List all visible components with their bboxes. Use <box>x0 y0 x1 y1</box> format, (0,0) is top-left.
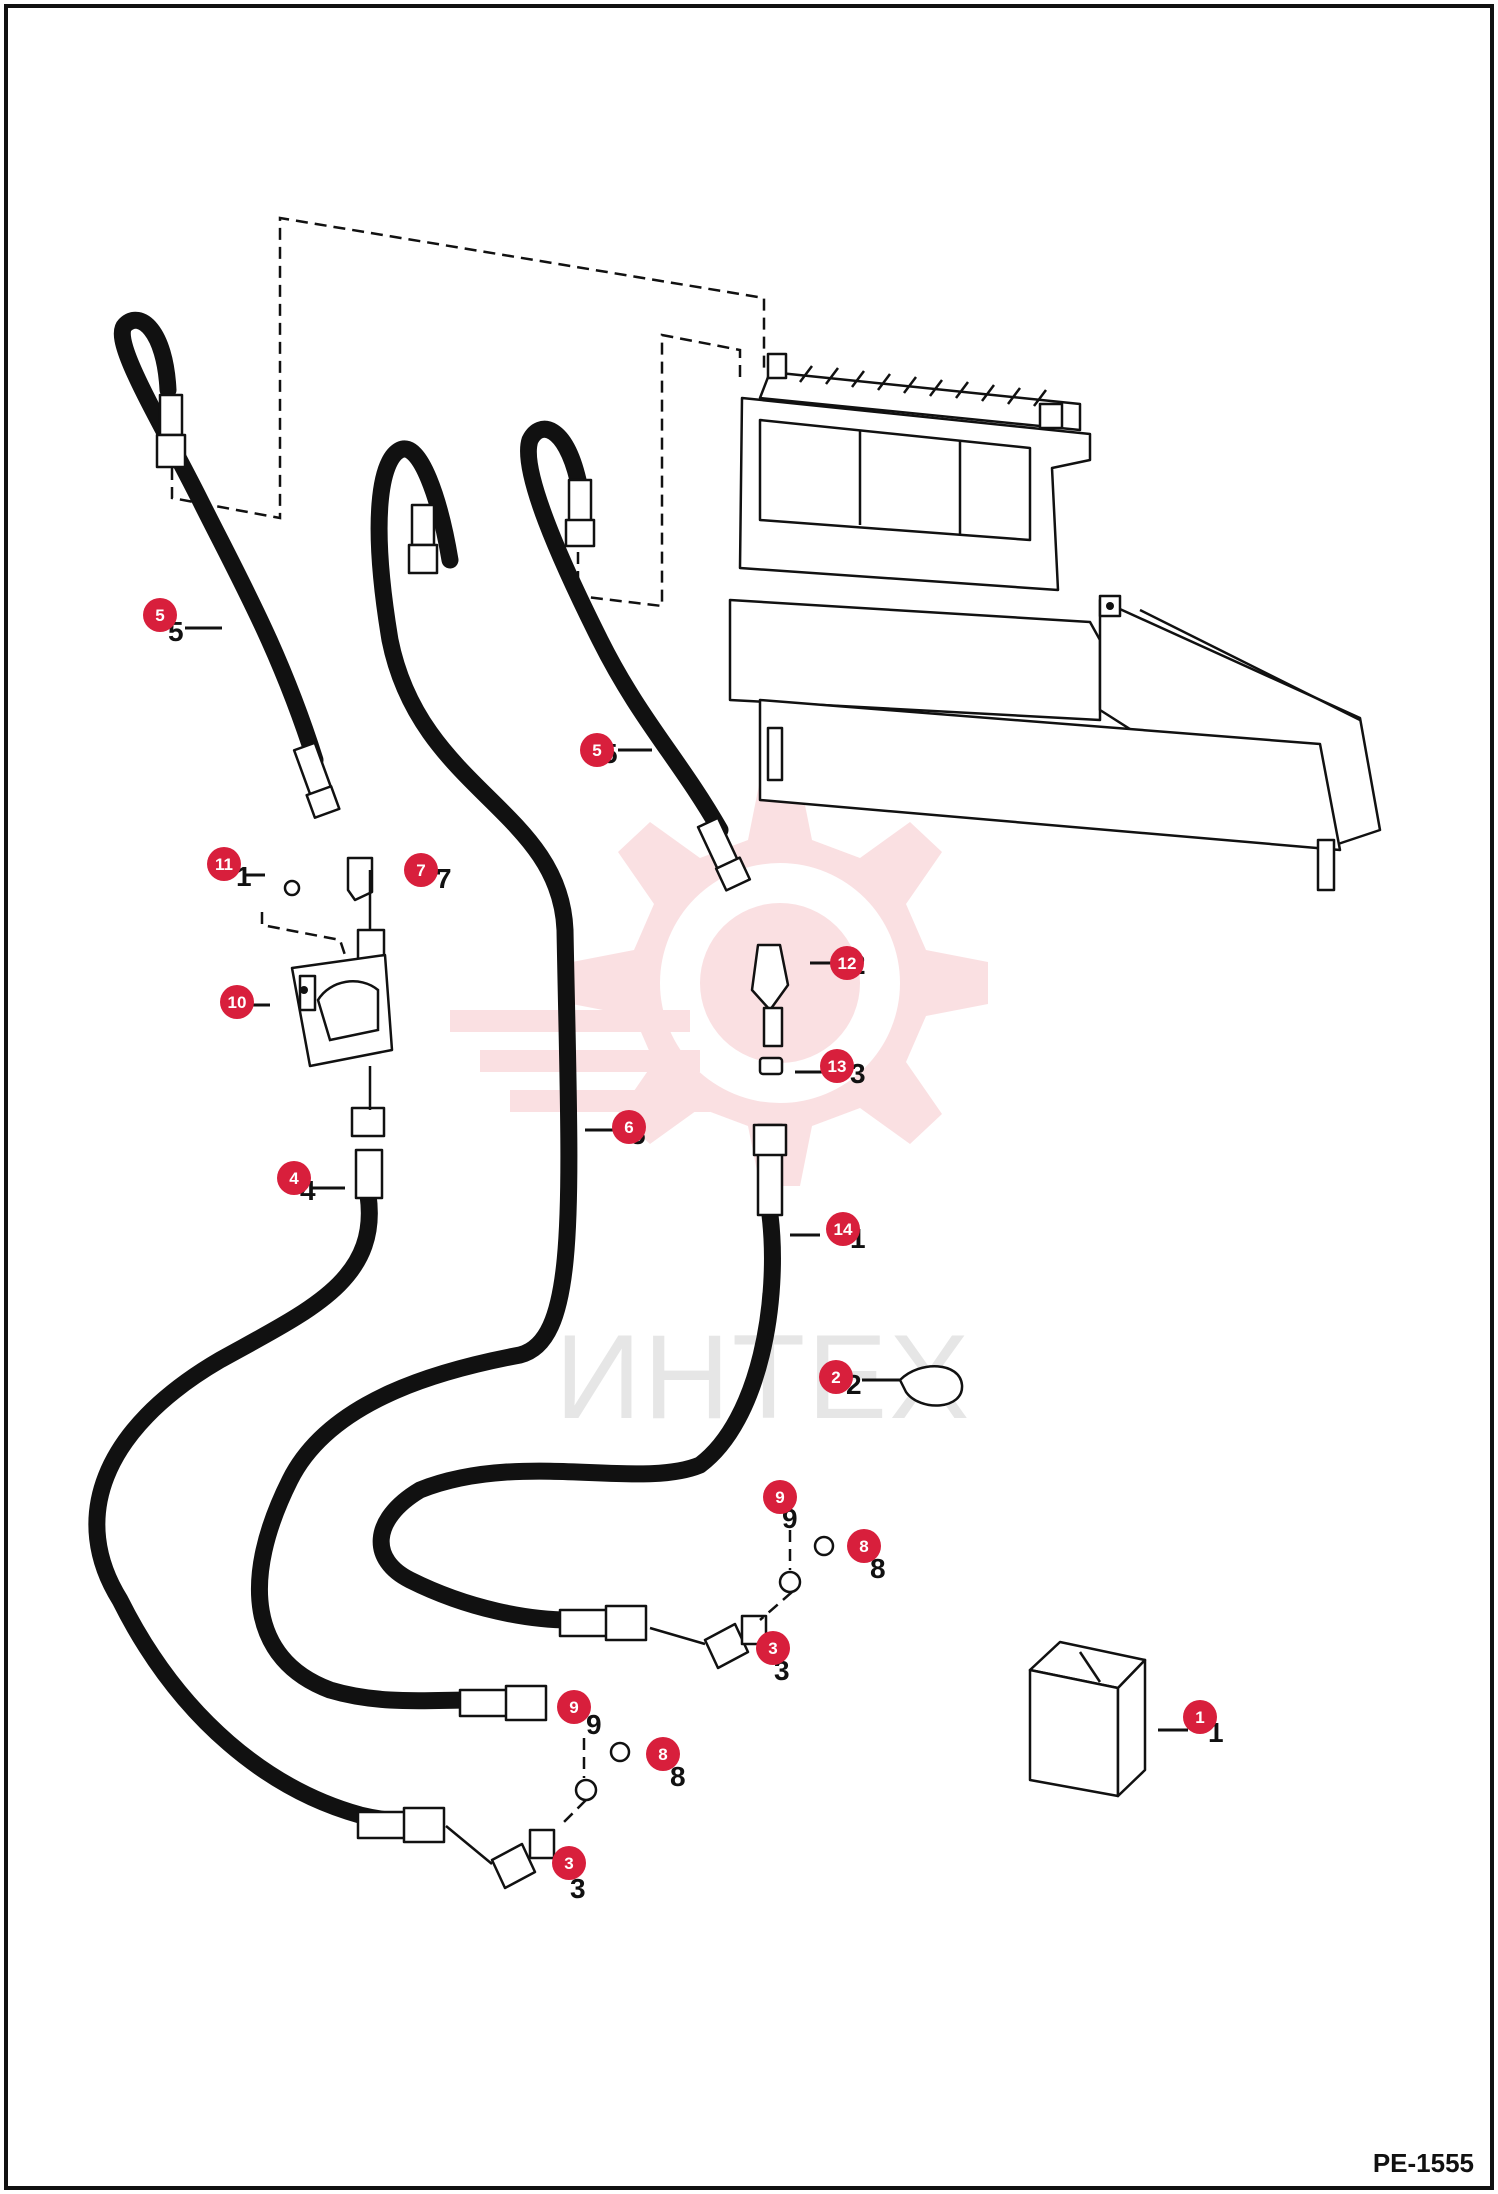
svg-text:5: 5 <box>155 606 164 625</box>
svg-text:1: 1 <box>1195 1708 1204 1727</box>
part-box <box>1028 1640 1147 1798</box>
callout-11[interactable]: 11 <box>207 847 241 881</box>
svg-text:9: 9 <box>569 1698 578 1717</box>
svg-text:8: 8 <box>670 1761 686 1792</box>
svg-text:2: 2 <box>831 1368 840 1387</box>
elbow-fittings <box>346 856 790 1890</box>
callout-12[interactable]: 12 <box>830 946 864 980</box>
svg-text:13: 13 <box>828 1057 847 1076</box>
callout-1[interactable]: 1 <box>1183 1700 1217 1734</box>
svg-text:9: 9 <box>586 1709 602 1740</box>
svg-text:14: 14 <box>834 1220 853 1239</box>
svg-text:3: 3 <box>768 1639 777 1658</box>
svg-text:7: 7 <box>436 863 452 894</box>
callout-7[interactable]: 7 <box>404 853 438 887</box>
callout-13[interactable]: 13 <box>820 1049 854 1083</box>
o-rings-and-seals <box>559 1056 964 1827</box>
hose-5-left <box>113 311 324 769</box>
callout-5[interactable]: 5 <box>580 733 614 767</box>
svg-text:8: 8 <box>859 1537 868 1556</box>
machine-frame <box>728 352 1382 892</box>
svg-text:6: 6 <box>624 1118 633 1137</box>
svg-text:7: 7 <box>416 861 425 880</box>
hose-6 <box>250 440 578 1710</box>
hose-5-right <box>520 420 729 839</box>
frame-border <box>4 4 1494 2190</box>
svg-text:4: 4 <box>289 1169 299 1188</box>
svg-text:11: 11 <box>215 855 233 874</box>
callout-9[interactable]: 9 <box>763 1480 797 1514</box>
hose-4 <box>88 1186 429 1831</box>
svg-text:9: 9 <box>775 1488 784 1507</box>
svg-text:3: 3 <box>564 1854 573 1873</box>
svg-text:8: 8 <box>658 1745 667 1764</box>
callout-3[interactable]: 3 <box>552 1846 586 1880</box>
valve-block <box>283 870 394 1110</box>
svg-text:3: 3 <box>570 1873 586 1904</box>
svg-text:10: 10 <box>228 993 247 1012</box>
callout-9[interactable]: 9 <box>557 1690 591 1724</box>
callout-4[interactable]: 4 <box>277 1161 311 1195</box>
callout-5[interactable]: 5 <box>143 598 177 632</box>
hose-end-fittings <box>155 393 788 1844</box>
callout-14[interactable]: 14 <box>826 1212 860 1246</box>
svg-text:8: 8 <box>870 1553 886 1584</box>
callout-2[interactable]: 2 <box>819 1360 853 1394</box>
callout-10[interactable]: 10 <box>220 985 254 1019</box>
callout-3[interactable]: 3 <box>756 1631 790 1665</box>
callout-markers: 5 5 11 7 10 12 13 6 4 14 2 9 8 3 9 8 3 1 <box>143 598 1217 1880</box>
callout-8[interactable]: 8 <box>847 1529 881 1563</box>
callout-8[interactable]: 8 <box>646 1737 680 1771</box>
drawing-code: PE-1555 <box>1373 2148 1474 2178</box>
hose-14 <box>372 1206 781 1629</box>
callout-6[interactable]: 6 <box>612 1110 646 1144</box>
routing-dashed-lines <box>170 216 766 971</box>
svg-text:5: 5 <box>592 741 601 760</box>
radiator-fins <box>799 365 1047 407</box>
svg-text:12: 12 <box>838 954 857 973</box>
